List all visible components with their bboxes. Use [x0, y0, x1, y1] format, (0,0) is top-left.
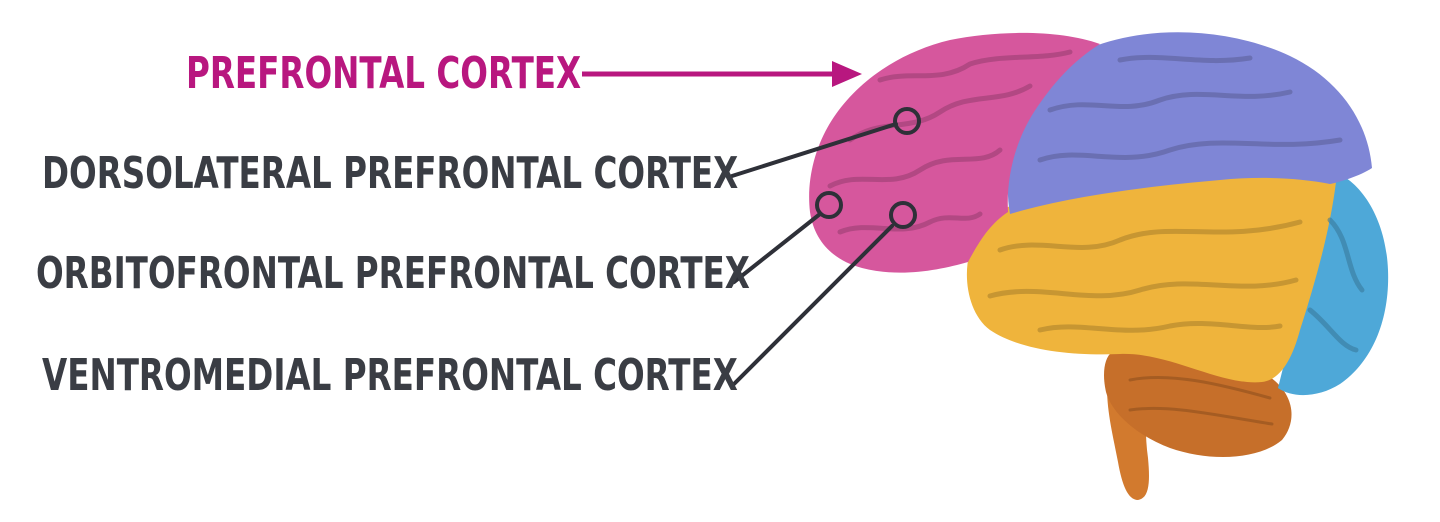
ventromedial-prefrontal-cortex-label: VENTROMEDIAL PREFRONTAL CORTEX: [42, 350, 738, 401]
ventromedial-leader-line: [732, 224, 894, 386]
orbitofrontal-marker: [815, 191, 843, 219]
prefrontal-cortex-label: PREFRONTAL CORTEX: [186, 48, 582, 99]
prefrontal-arrow: [582, 61, 862, 87]
orbitofrontal-prefrontal-cortex-label: ORBITOFRONTAL PREFRONTAL CORTEX: [36, 248, 750, 299]
brain-folds: [827, 49, 1365, 426]
dorsolateral-marker: [893, 107, 921, 135]
ventromedial-marker: [889, 201, 917, 229]
leader-lines: [730, 107, 921, 386]
frontal-lobe: [809, 32, 1100, 273]
dorsolateral-prefrontal-cortex-label: DORSOLATERAL PREFRONTAL CORTEX: [42, 148, 739, 199]
parietal-lobe: [1007, 32, 1372, 214]
dorsolateral-leader-line: [730, 122, 898, 178]
occipital-lobe: [1278, 170, 1389, 396]
orbitofrontal-leader-line: [732, 212, 822, 284]
